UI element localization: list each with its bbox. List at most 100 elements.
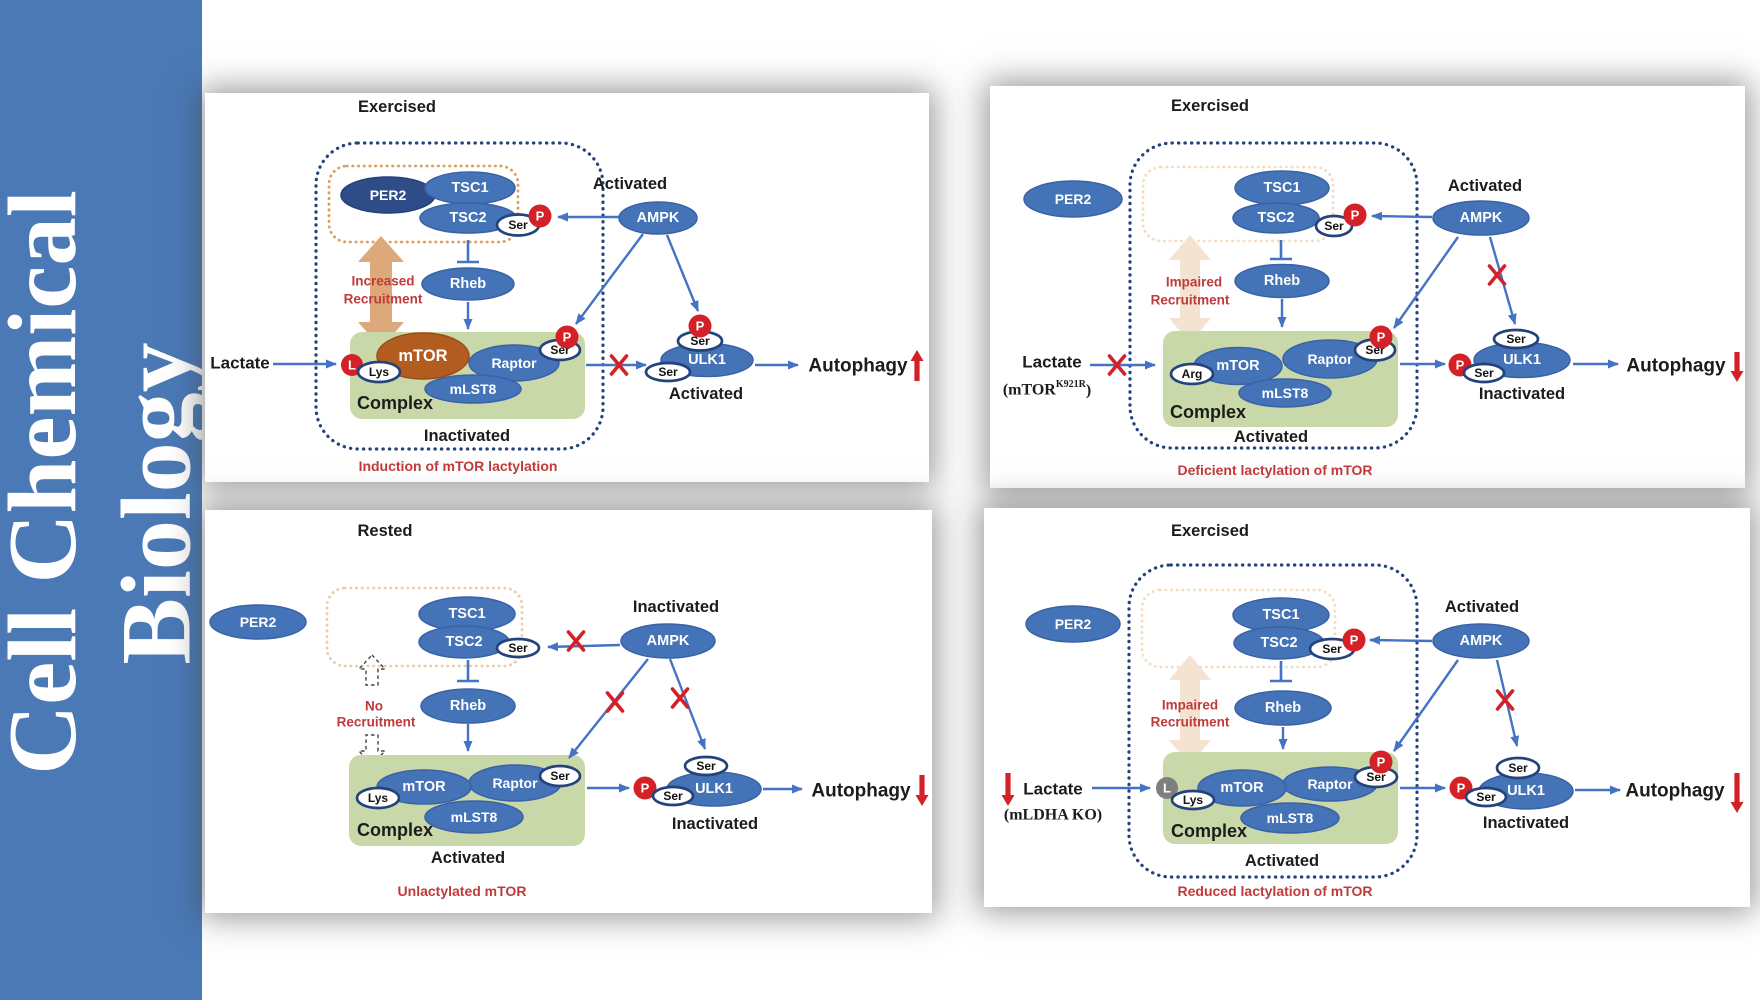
- svg-text:Arg: Arg: [1182, 367, 1203, 381]
- svg-text:PER2: PER2: [1055, 191, 1092, 207]
- svg-text:Lactate: Lactate: [1022, 353, 1082, 372]
- svg-text:Ser: Ser: [690, 334, 710, 348]
- svg-text:Raptor: Raptor: [491, 355, 537, 371]
- svg-text:P: P: [1377, 330, 1386, 345]
- svg-text:Raptor: Raptor: [492, 775, 538, 791]
- svg-text:P: P: [1456, 358, 1465, 373]
- svg-text:Ser: Ser: [1508, 761, 1528, 775]
- svg-text:Activated: Activated: [1445, 598, 1519, 616]
- svg-text:Exercised: Exercised: [358, 98, 436, 116]
- svg-text:Exercised: Exercised: [1171, 97, 1249, 115]
- svg-text:ULK1: ULK1: [1507, 783, 1545, 799]
- svg-text:mTOR: mTOR: [402, 779, 446, 795]
- svg-text:Ser: Ser: [508, 641, 528, 655]
- svg-text:mLST8: mLST8: [451, 809, 498, 825]
- svg-text:Activated: Activated: [669, 385, 743, 403]
- svg-text:AMPK: AMPK: [1460, 210, 1503, 226]
- svg-text:Activated: Activated: [431, 849, 505, 867]
- svg-text:(mTORK921R): (mTORK921R): [1003, 379, 1091, 399]
- svg-text:P: P: [563, 330, 572, 345]
- svg-text:Autophagy: Autophagy: [1625, 781, 1725, 802]
- svg-text:ULK1: ULK1: [688, 352, 726, 368]
- svg-text:Inactivated: Inactivated: [424, 427, 510, 445]
- svg-text:Ser: Ser: [1474, 366, 1494, 380]
- svg-text:mLST8: mLST8: [450, 381, 497, 397]
- svg-text:Ser: Ser: [1366, 770, 1386, 784]
- svg-text:P: P: [1377, 755, 1386, 770]
- svg-text:Complex: Complex: [1170, 402, 1246, 422]
- svg-text:TSC2: TSC2: [449, 210, 486, 226]
- svg-text:Lys: Lys: [1183, 793, 1204, 807]
- svg-text:Rheb: Rheb: [450, 698, 486, 714]
- svg-text:P: P: [1351, 208, 1360, 223]
- svg-text:Recruitment: Recruitment: [344, 292, 423, 307]
- svg-text:TSC2: TSC2: [445, 634, 482, 650]
- svg-text:AMPK: AMPK: [637, 210, 680, 226]
- svg-text:Lys: Lys: [369, 365, 390, 379]
- svg-text:Activated: Activated: [1448, 177, 1522, 195]
- svg-text:Increased: Increased: [351, 274, 414, 289]
- svg-text:Raptor: Raptor: [1307, 351, 1353, 367]
- svg-text:(mLDHA KO): (mLDHA KO): [1004, 807, 1102, 824]
- svg-text:Lactate: Lactate: [1023, 780, 1083, 799]
- svg-text:PER2: PER2: [240, 614, 277, 630]
- svg-text:Autophagy: Autophagy: [811, 781, 911, 802]
- svg-text:Induction of mTOR lactylation: Induction of mTOR lactylation: [359, 458, 558, 474]
- svg-text:No: No: [365, 699, 383, 714]
- svg-text:P: P: [1457, 781, 1466, 796]
- svg-text:Rheb: Rheb: [450, 276, 486, 292]
- svg-text:mLST8: mLST8: [1267, 810, 1314, 826]
- svg-text:Complex: Complex: [357, 820, 433, 840]
- svg-text:Recruitment: Recruitment: [1151, 293, 1230, 308]
- svg-text:Deficient lactylation of mTOR: Deficient lactylation of mTOR: [1178, 462, 1373, 478]
- svg-text:Lys: Lys: [368, 791, 389, 805]
- svg-text:Rheb: Rheb: [1265, 700, 1301, 716]
- svg-text:Autophagy: Autophagy: [808, 356, 908, 377]
- svg-text:TSC1: TSC1: [448, 606, 485, 622]
- svg-text:L: L: [348, 358, 356, 373]
- svg-text:Recruitment: Recruitment: [1151, 715, 1230, 730]
- svg-text:Complex: Complex: [357, 393, 433, 413]
- svg-text:Lactate: Lactate: [210, 354, 270, 373]
- svg-text:Inactivated: Inactivated: [672, 815, 758, 833]
- svg-text:Inactivated: Inactivated: [1479, 385, 1565, 403]
- svg-text:Complex: Complex: [1171, 821, 1247, 841]
- svg-text:Ser: Ser: [1506, 332, 1526, 346]
- svg-text:Ser: Ser: [1324, 219, 1344, 233]
- svg-text:mTOR: mTOR: [1220, 780, 1264, 796]
- svg-text:Inactivated: Inactivated: [633, 598, 719, 616]
- svg-text:Reduced lactylation of mTOR: Reduced lactylation of mTOR: [1178, 883, 1373, 899]
- svg-text:Unlactylated mTOR: Unlactylated mTOR: [398, 883, 527, 899]
- svg-text:mTOR: mTOR: [398, 347, 447, 365]
- svg-text:P: P: [1350, 633, 1359, 648]
- svg-text:Ser: Ser: [1322, 642, 1342, 656]
- svg-text:Ser: Ser: [1476, 790, 1496, 804]
- svg-text:Ser: Ser: [696, 759, 716, 773]
- svg-text:mLST8: mLST8: [1262, 385, 1309, 401]
- svg-text:PER2: PER2: [370, 187, 407, 203]
- svg-text:P: P: [536, 209, 545, 224]
- svg-text:TSC1: TSC1: [451, 180, 488, 196]
- svg-text:TSC1: TSC1: [1262, 607, 1299, 623]
- svg-text:Activated: Activated: [1245, 852, 1319, 870]
- svg-text:Ser: Ser: [658, 365, 678, 379]
- svg-text:mTOR: mTOR: [1216, 358, 1260, 374]
- svg-text:Activated: Activated: [1234, 428, 1308, 446]
- svg-text:Ser: Ser: [663, 789, 683, 803]
- svg-text:Activated: Activated: [593, 175, 667, 193]
- svg-text:Inactivated: Inactivated: [1483, 814, 1569, 832]
- svg-text:TSC1: TSC1: [1263, 180, 1300, 196]
- svg-text:Impaired: Impaired: [1166, 275, 1222, 290]
- svg-text:P: P: [696, 319, 705, 334]
- svg-text:TSC2: TSC2: [1257, 210, 1294, 226]
- svg-text:AMPK: AMPK: [647, 633, 690, 649]
- svg-text:Impaired: Impaired: [1162, 698, 1218, 713]
- svg-text:ULK1: ULK1: [695, 781, 733, 797]
- svg-text:Raptor: Raptor: [1307, 776, 1353, 792]
- svg-text:Rested: Rested: [357, 522, 412, 540]
- svg-text:PER2: PER2: [1055, 616, 1092, 632]
- svg-text:L: L: [1163, 781, 1171, 796]
- svg-text:ULK1: ULK1: [1503, 352, 1541, 368]
- svg-text:P: P: [641, 781, 650, 796]
- svg-text:Exercised: Exercised: [1171, 522, 1249, 540]
